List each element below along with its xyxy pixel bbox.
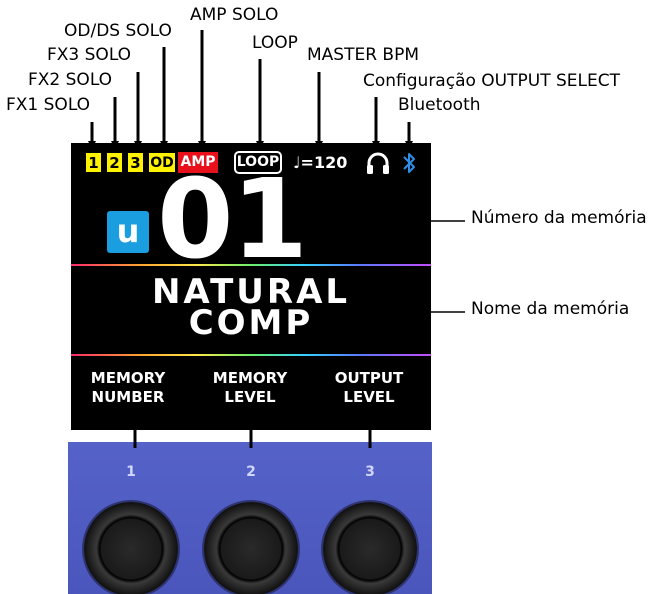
memory-name-line2: COMP (188, 303, 314, 343)
fx2-solo-indicator: 2 (106, 152, 123, 173)
knob-1[interactable] (84, 502, 178, 594)
param-line: MEMORY (212, 369, 288, 387)
knob-2[interactable] (204, 502, 298, 594)
label-bluetooth: Bluetooth (398, 95, 481, 115)
label-master-bpm: MASTER BPM (307, 45, 420, 65)
device-screen: 1 2 3 OD AMP LOOP ♩=120 u 01 NATURAL COM… (71, 143, 431, 430)
fx1-solo-indicator: 1 (85, 152, 102, 173)
param-memory-number: MEMORY NUMBER (78, 369, 178, 407)
knob-number-2: 2 (246, 464, 256, 480)
memory-number-display: 01 (157, 155, 308, 283)
bank-badge: u (107, 211, 149, 253)
label-odds-solo: OD/DS SOLO (64, 21, 172, 41)
label-fx2-solo: FX2 SOLO (28, 70, 113, 90)
bluetooth-icon (403, 153, 415, 173)
param-line: NUMBER (91, 388, 165, 406)
status-bar: 1 2 3 OD AMP LOOP ♩=120 (71, 143, 431, 183)
divider-top (71, 264, 431, 266)
amp-solo-indicator: AMP (178, 152, 218, 173)
knob-number-3: 3 (365, 464, 375, 480)
param-line: LEVEL (224, 388, 276, 406)
fx3-solo-indicator: 3 (127, 152, 144, 173)
param-line: LEVEL (343, 388, 395, 406)
bpm-readout: ♩=120 (293, 153, 348, 172)
knob-panel: 1 2 3 (68, 442, 432, 594)
headphones-icon (367, 152, 389, 174)
memory-name-line1: NATURAL (151, 272, 351, 312)
param-output-level: OUTPUT LEVEL (319, 369, 419, 407)
param-line: MEMORY (90, 369, 166, 387)
knob-number-1: 1 (126, 464, 136, 480)
label-fx3-solo: FX3 SOLO (47, 45, 132, 65)
label-memory-number: Número da memória (471, 208, 647, 228)
param-memory-level: MEMORY LEVEL (200, 369, 300, 407)
label-loop: LOOP (252, 33, 298, 53)
knob-3[interactable] (323, 502, 417, 594)
label-fx1-solo: FX1 SOLO (6, 95, 91, 115)
divider-bottom (71, 354, 431, 356)
label-output-select: Configuração OUTPUT SELECT (363, 71, 620, 91)
label-memory-name: Nome da memória (471, 299, 630, 319)
odds-solo-indicator: OD (148, 152, 176, 173)
loop-indicator: LOOP (234, 151, 282, 174)
param-line: OUTPUT (334, 369, 404, 387)
label-amp-solo: AMP SOLO (190, 5, 279, 25)
